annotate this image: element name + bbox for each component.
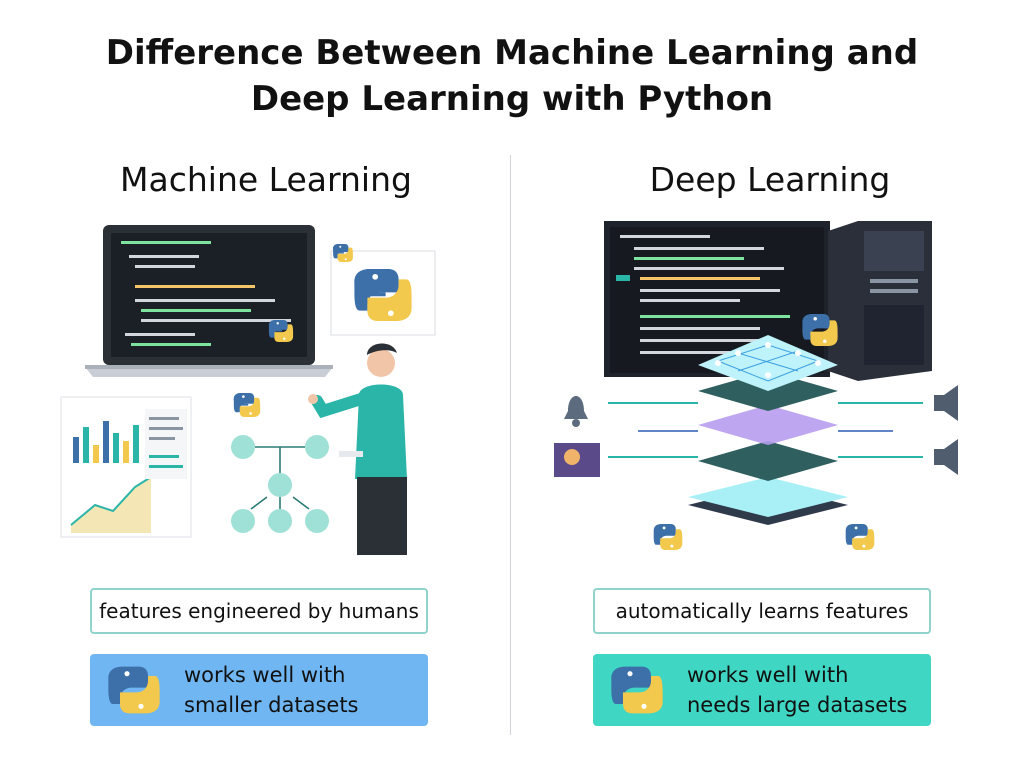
ml-heading: Machine Learning: [120, 160, 412, 199]
ml-feature-text: features engineered by humans: [99, 599, 419, 623]
dl-feature-box: automatically learns features: [593, 588, 931, 634]
dl-data-line-2: needs large datasets: [687, 693, 908, 717]
dl-data-box: works well with needs large datasets: [593, 654, 931, 726]
dl-data-line-1: works well with: [687, 663, 849, 687]
column-divider: [510, 155, 511, 735]
title-line-1: Difference Between Machine Learning and: [105, 33, 919, 73]
bell-icon: [564, 396, 588, 427]
neural-network-icon: [688, 335, 848, 525]
speaker-icon: [934, 385, 958, 421]
ml-data-line-1: works well with: [184, 663, 346, 687]
laptop-icon: [85, 225, 333, 377]
dl-data-text: works well with needs large datasets: [687, 660, 907, 720]
dl-feature-text: automatically learns features: [615, 599, 909, 623]
python-logo-icon-2: [611, 666, 663, 714]
page-title: Difference Between Machine Learning and …: [0, 30, 1024, 122]
ml-data-text: works well with smaller datasets: [184, 660, 359, 720]
ml-data-box: works well with smaller datasets: [90, 654, 428, 726]
speaker-icon-2: [934, 439, 958, 475]
dl-illustration: [554, 221, 958, 550]
ml-feature-box: features engineered by humans: [90, 588, 428, 634]
person-illustration: [308, 343, 407, 555]
title-line-2: Deep Learning with Python: [250, 79, 774, 119]
ml-illustration: [60, 225, 436, 555]
python-logo-icon: [108, 666, 160, 714]
server-tower-icon: [828, 221, 932, 381]
dl-heading: Deep Learning: [649, 160, 891, 199]
bar-chart-illustration: [73, 421, 139, 463]
ml-data-line-2: smaller datasets: [184, 693, 359, 717]
